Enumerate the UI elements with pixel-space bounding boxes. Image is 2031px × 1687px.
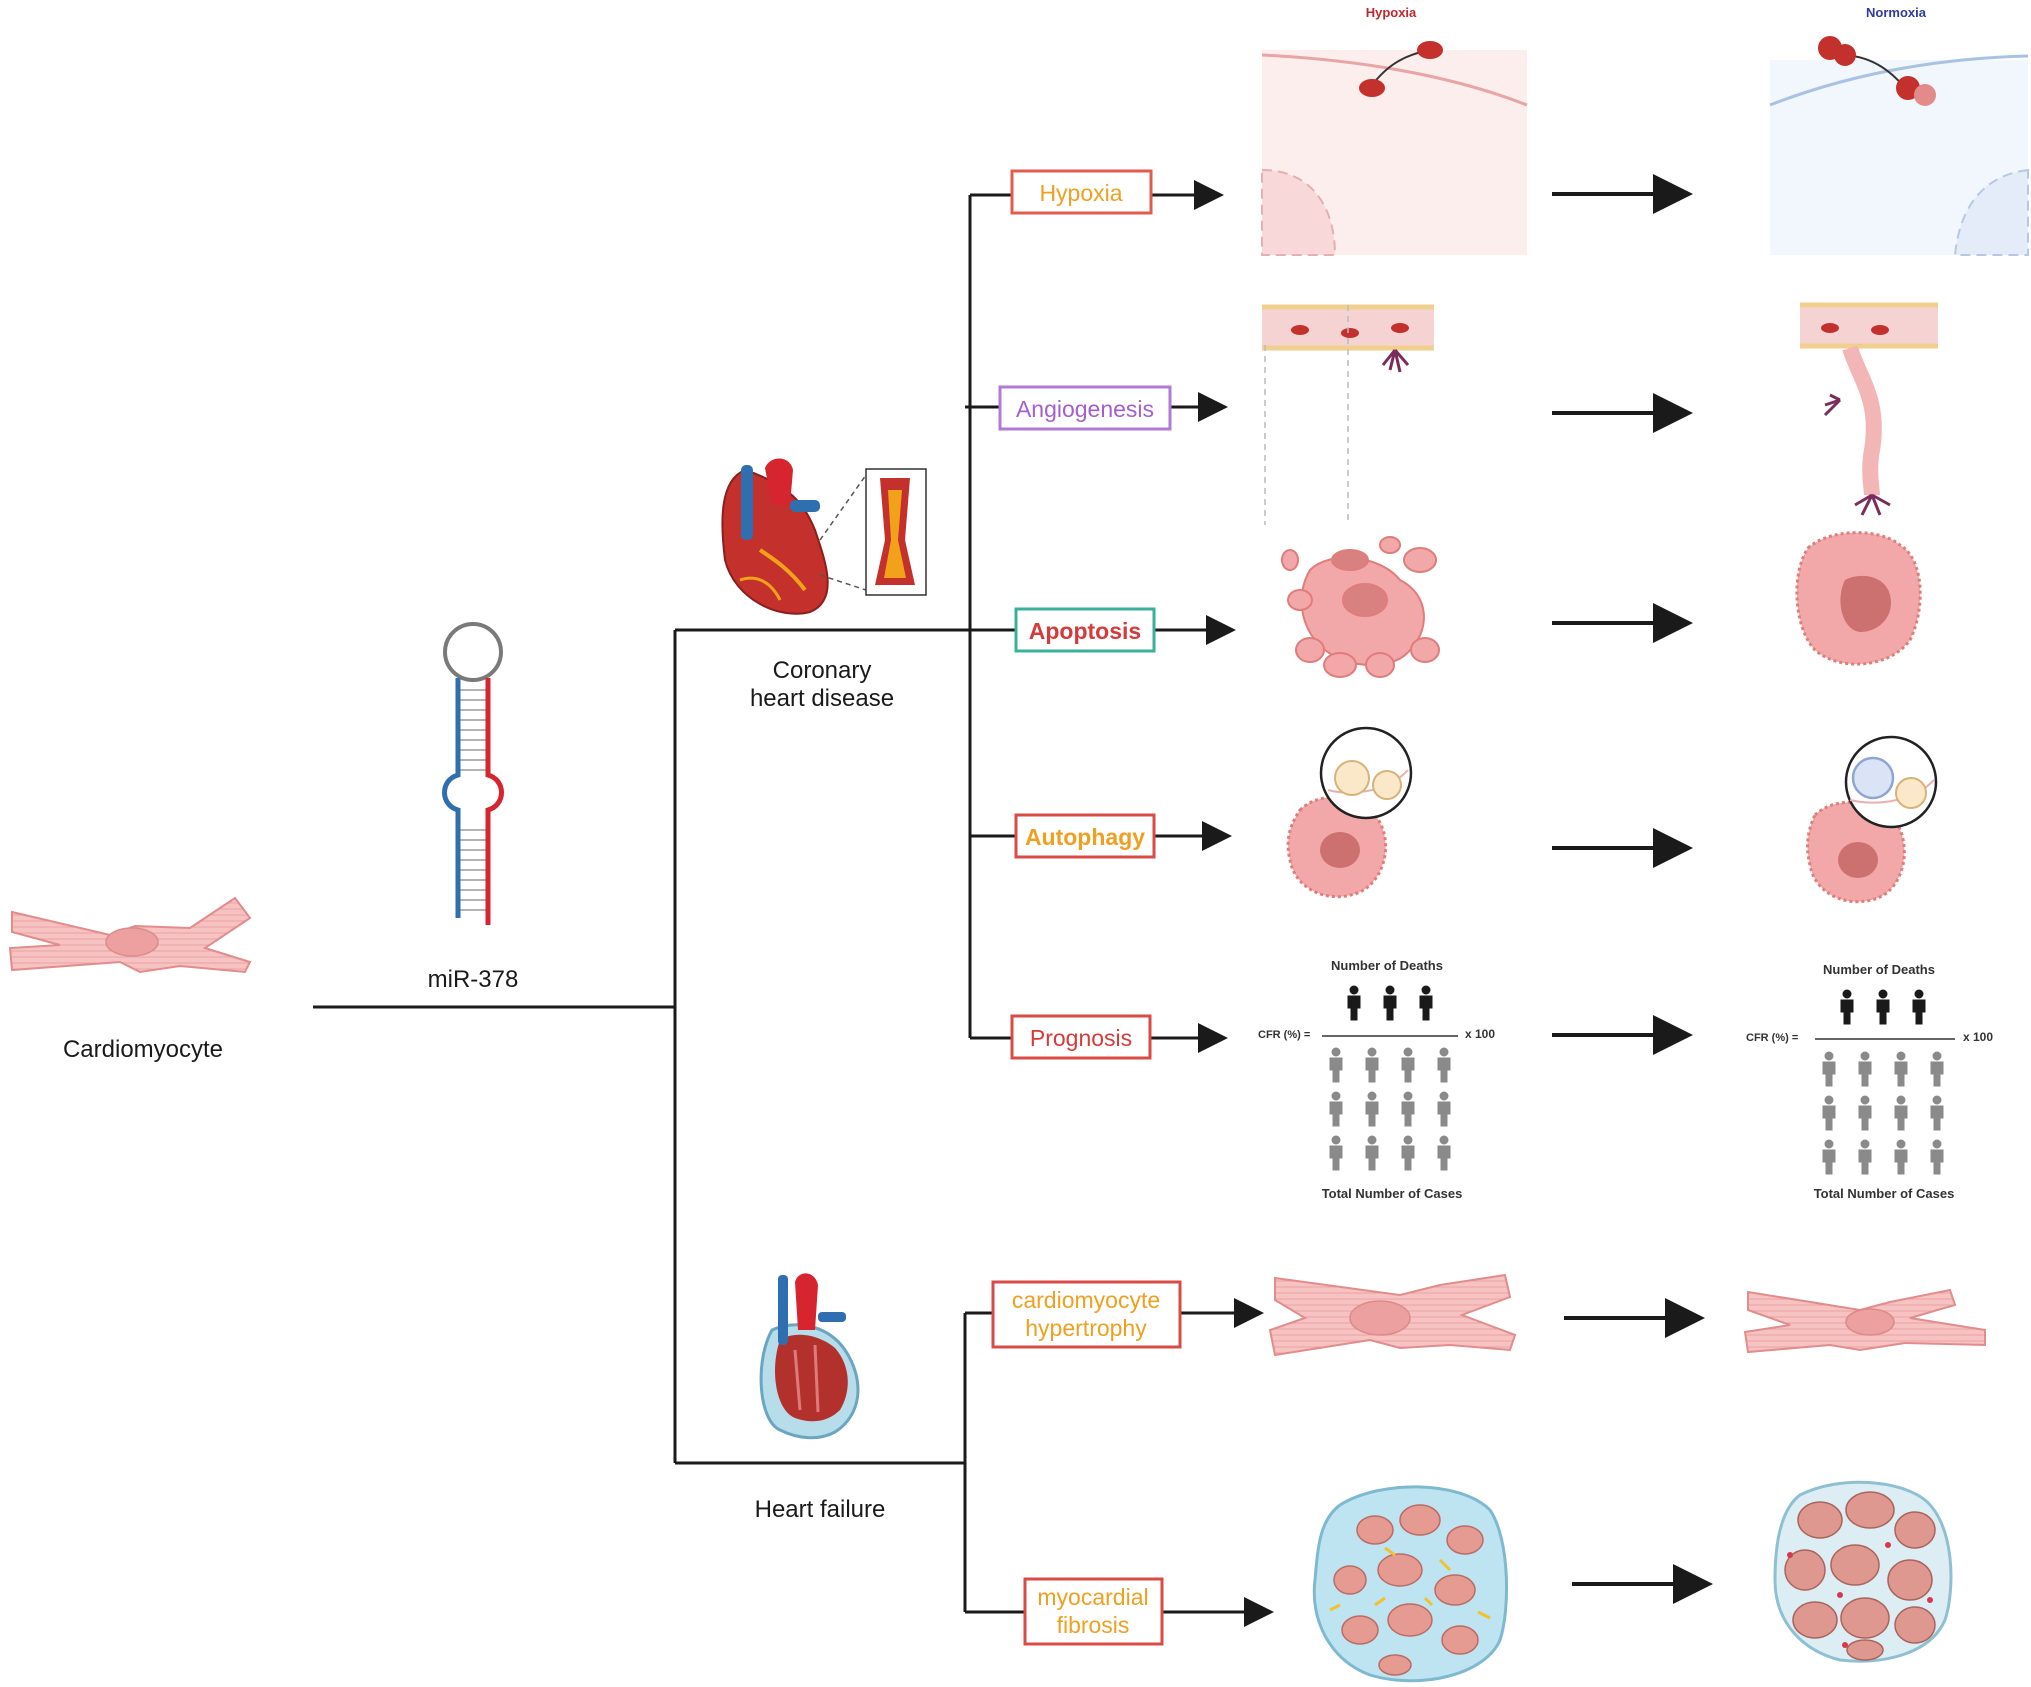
case-person-icon [1401, 1047, 1415, 1083]
case-person-icon [1930, 1051, 1944, 1087]
death-person-icon [1840, 989, 1854, 1025]
case-person-icon [1822, 1095, 1836, 1131]
cfr-left-multiplier: x 100 [1465, 1027, 1495, 1041]
case-person-icon [1930, 1095, 1944, 1131]
mirna-hairpin-icon [442, 622, 504, 925]
case-person-icon [1437, 1135, 1451, 1171]
cfr-left-formula: CFR (%) = [1258, 1029, 1310, 1041]
hypertrophy-box-label-line2: hypertrophy [1025, 1315, 1147, 1341]
normoxia-cell-panel [1769, 36, 2029, 256]
fibrotic-tissue-icon [1312, 1485, 1509, 1683]
autophagy-box-label: Autophagy [1025, 824, 1145, 850]
case-person-icon [1822, 1139, 1836, 1175]
cardiomyocyte-label: Cardiomyocyte [63, 1036, 223, 1063]
death-person-icon [1347, 985, 1361, 1021]
death-person-icon [1419, 985, 1433, 1021]
cardiomyocyte-cell-icon [8, 896, 252, 974]
prognosis-box: Prognosis [1010, 1014, 1152, 1060]
case-person-icon [1365, 1135, 1379, 1171]
case-person-icon [1894, 1139, 1908, 1175]
case-person-icon [1858, 1095, 1872, 1131]
fibrosis-box: myocardial fibrosis [1023, 1577, 1164, 1646]
apoptosis-box: Apoptosis [1014, 607, 1156, 653]
case-person-icon [1894, 1051, 1908, 1087]
failing-heart-icon [759, 1273, 860, 1440]
case-person-icon [1365, 1047, 1379, 1083]
artery-inset-icon [819, 468, 927, 596]
cfr-left-denominator: Total Number of Cases [1322, 1186, 1463, 1201]
angiogenesis-box-label: Angiogenesis [1016, 396, 1154, 422]
connector-lines [313, 193, 1025, 1614]
cfr-right-denominator: Total Number of Cases [1814, 1186, 1955, 1201]
death-person-icon [1876, 989, 1890, 1025]
case-person-icon [1365, 1091, 1379, 1127]
case-person-icon [1437, 1047, 1451, 1083]
hypoxia-panel-title: Hypoxia [1366, 5, 1417, 20]
case-person-icon [1894, 1095, 1908, 1131]
heart-icon [721, 458, 829, 615]
hypoxia-cell-panel [1261, 41, 1528, 256]
box-arrows [1150, 180, 1274, 1627]
apoptosis-box-label: Apoptosis [1029, 618, 1141, 644]
angiogenesis-box: Angiogenesis [998, 385, 1172, 431]
vessel-panel-after [1800, 302, 1938, 516]
case-person-icon [1437, 1091, 1451, 1127]
people-icons-right [1822, 989, 1944, 1175]
healthy-cell-icon [1795, 531, 1922, 666]
case-person-icon [1858, 1051, 1872, 1087]
hypertrophy-box-label-line1: cardiomyocyte [1012, 1287, 1160, 1313]
case-person-icon [1329, 1135, 1343, 1171]
case-person-icon [1329, 1047, 1343, 1083]
cfr-right-numerator: Number of Deaths [1823, 962, 1935, 977]
case-person-icon [1858, 1139, 1872, 1175]
cfr-right-formula: CFR (%) = [1746, 1032, 1798, 1044]
case-person-icon [1329, 1091, 1343, 1127]
autophagy-cell-after [1806, 735, 1938, 904]
chd-label-line1: Coronary [773, 657, 872, 684]
hypertrophy-box: cardiomyocyte hypertrophy [991, 1280, 1182, 1349]
hypertrophic-cell-icon [1268, 1273, 1517, 1357]
normal-tissue-icon [1773, 1480, 1953, 1663]
fibrosis-box-label-line1: myocardial [1037, 1584, 1148, 1610]
transition-arrows [1552, 174, 1713, 1604]
death-person-icon [1383, 985, 1397, 1021]
apoptotic-cell-icon [1281, 536, 1440, 678]
autophagy-box: Autophagy [1014, 813, 1156, 859]
mirna-label: miR-378 [428, 966, 519, 993]
cfr-right-multiplier: x 100 [1963, 1030, 1993, 1044]
hypoxia-box: Hypoxia [1010, 169, 1153, 215]
death-person-icon [1912, 989, 1926, 1025]
autophagy-cell-before [1286, 726, 1413, 899]
vessel-panel-before [1262, 304, 1434, 525]
case-person-icon [1401, 1135, 1415, 1171]
people-icons-left [1329, 985, 1451, 1171]
hf-label: Heart failure [755, 1496, 886, 1523]
cfr-formula-left: Number of Deaths CFR (%) = x 100 Total N… [1258, 958, 1495, 1201]
normal-cell-icon [1743, 1288, 1986, 1354]
case-person-icon [1401, 1091, 1415, 1127]
case-person-icon [1930, 1139, 1944, 1175]
cfr-left-numerator: Number of Deaths [1331, 958, 1443, 973]
chd-label-line2: heart disease [750, 685, 894, 712]
normoxia-panel-title: Normoxia [1866, 5, 1927, 20]
fibrosis-box-label-line2: fibrosis [1057, 1612, 1130, 1638]
case-person-icon [1822, 1051, 1836, 1087]
process-boxes: Hypoxia Angiogenesis Apoptosis Autophagy… [991, 169, 1182, 1646]
hypoxia-box-label: Hypoxia [1039, 180, 1122, 206]
prognosis-box-label: Prognosis [1030, 1025, 1132, 1051]
cfr-formula-right: Number of Deaths CFR (%) = x 100 Total N… [1746, 962, 1993, 1201]
